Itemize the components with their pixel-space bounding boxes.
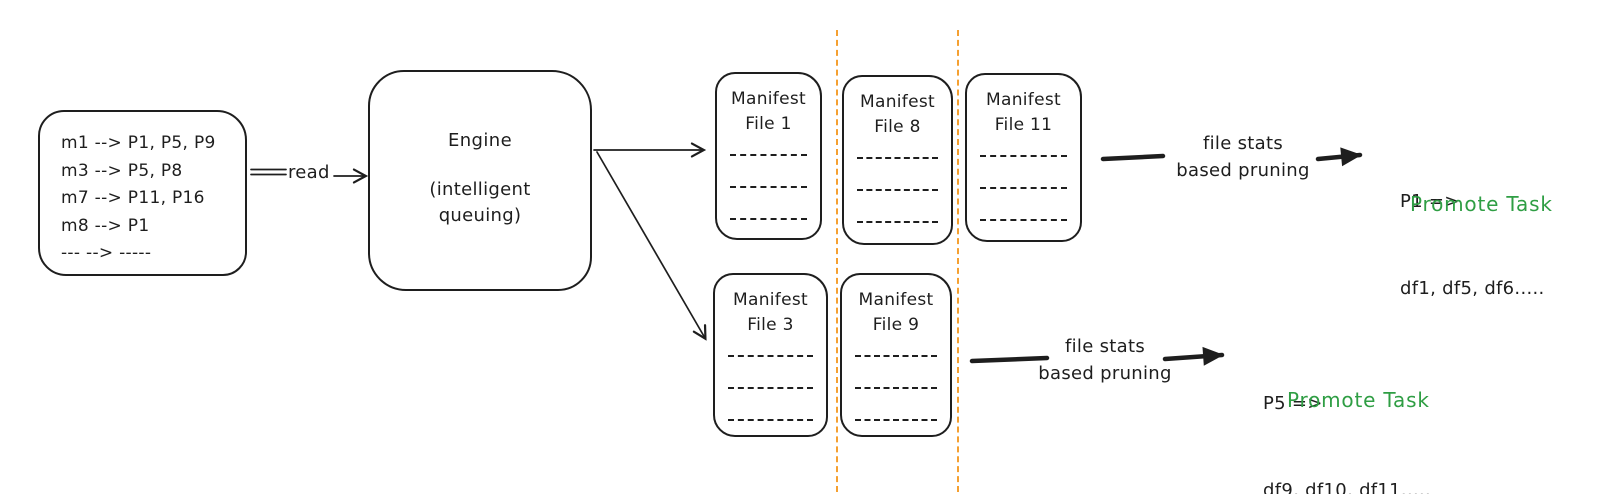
- dashed-row: [730, 154, 807, 156]
- card-title-line2: File 1: [745, 114, 792, 134]
- manifest-file-1-card: Manifest File 1: [715, 72, 822, 240]
- card-title-line2: File 8: [874, 117, 921, 137]
- card-title-line1: Manifest: [731, 89, 806, 109]
- bottom-pruning-label: file stats based pruning: [1038, 336, 1172, 384]
- dashed-row: [980, 155, 1067, 157]
- dashed-row: [728, 419, 813, 421]
- top-pruning-out-arrow: [1315, 147, 1363, 167]
- manifest-file-8-card: Manifest File 8: [842, 75, 953, 245]
- dashed-row: [728, 355, 813, 357]
- result-partition: P5 =>: [1263, 393, 1323, 414]
- top-pruning-result: P1 => df1, df5, df6.....: [1400, 129, 1545, 361]
- card-title-line1: Manifest: [860, 92, 935, 112]
- card-title-line1: Manifest: [858, 290, 934, 310]
- bottom-pruning-result: P5 => df9, df10, df11.....: [1263, 331, 1431, 494]
- manifest-file-3-card: Manifest File 3: [713, 273, 828, 437]
- mapping-line: m1 --> P1, P5, P9: [61, 133, 216, 153]
- top-pruning-label: file stats based pruning: [1176, 133, 1310, 181]
- result-partition: P1 =>: [1400, 191, 1460, 212]
- dashed-row: [728, 387, 813, 389]
- result-files: df9, df10, df11.....: [1263, 480, 1432, 494]
- top-promote-task-label: Promote Task: [1410, 192, 1553, 216]
- engine-subtitle: (intelligent queuing): [429, 179, 531, 226]
- card-title-line2: File 3: [747, 315, 794, 335]
- dashed-row: [855, 387, 937, 389]
- mapping-line: m7 --> P11, P16: [61, 188, 205, 208]
- engine-box: Engine (intelligent queuing): [368, 70, 592, 291]
- partition-divider-line-2: [957, 30, 959, 492]
- card-title-line2: File 9: [872, 315, 920, 335]
- partition-divider-line-1: [836, 30, 838, 492]
- dashed-row: [980, 187, 1067, 189]
- engine-title: Engine: [447, 130, 513, 151]
- bottom-promote-task-label: Promote Task: [1287, 388, 1430, 412]
- dashed-row: [855, 355, 937, 357]
- manifest-file-11-card: Manifest File 11: [965, 73, 1082, 242]
- dashed-row: [857, 221, 938, 223]
- dashed-row: [730, 218, 807, 220]
- mapping-line: m3 --> P5, P8: [61, 160, 183, 181]
- read-arrow-label: read: [288, 162, 330, 183]
- dashed-row: [730, 186, 807, 188]
- card-title-line1: Manifest: [733, 290, 808, 310]
- dashed-row: [980, 219, 1067, 221]
- dashed-row: [857, 189, 938, 191]
- dashed-row: [857, 157, 938, 159]
- mapping-line: --- --> -----: [61, 243, 152, 263]
- manifest-partition-mapping-box: m1 --> P1, P5, P9 m3 --> P5, P8 m7 --> P…: [38, 110, 247, 276]
- card-title-line2: File 11: [994, 115, 1053, 135]
- top-pruning-in-line: [1100, 153, 1166, 162]
- dashed-row: [855, 419, 937, 421]
- mapping-line: m8 --> P1: [61, 215, 150, 236]
- engine-to-manifest-file-3-arrow: [596, 151, 707, 341]
- card-title-line1: Manifest: [986, 90, 1061, 110]
- result-files: df1, df5, df6.....: [1400, 278, 1545, 299]
- manifest-file-9-card: Manifest File 9: [840, 273, 952, 437]
